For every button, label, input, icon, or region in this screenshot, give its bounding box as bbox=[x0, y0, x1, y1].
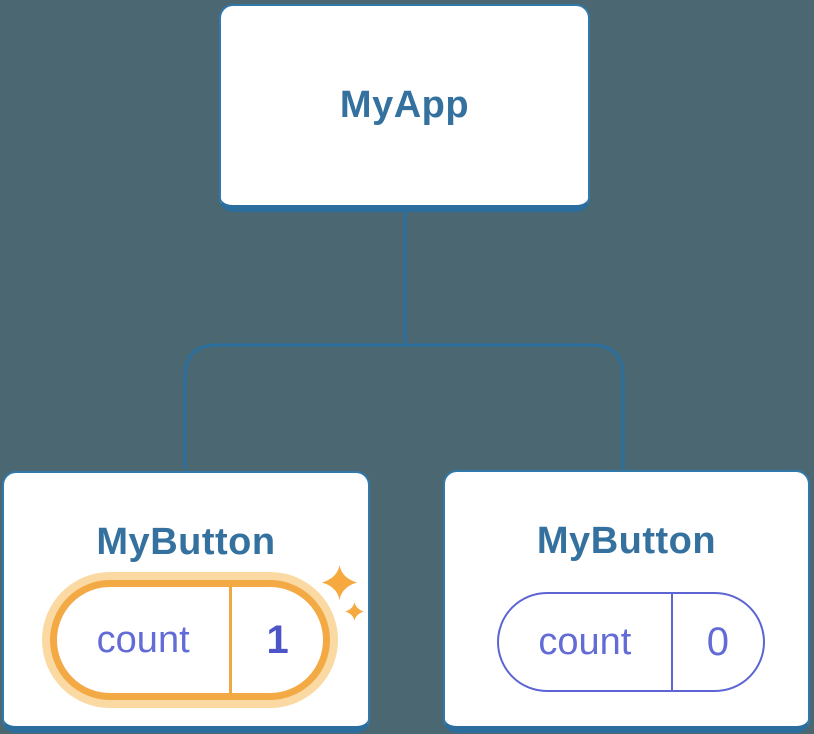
connector-branch bbox=[183, 343, 625, 469]
state-value-label: 1 bbox=[266, 617, 289, 662]
sparkle-icon bbox=[345, 602, 364, 621]
node-myapp-label: MyApp bbox=[339, 84, 470, 126]
node-mybutton-label: MyButton bbox=[96, 521, 276, 563]
node-mybutton-label: MyButton bbox=[536, 520, 717, 562]
sparkle-icon bbox=[322, 565, 357, 600]
state-pill-highlighted: count 1 bbox=[50, 580, 330, 700]
node-mybutton-highlighted: MyButton count 1 bbox=[2, 471, 370, 733]
node-mybutton-plain: MyButton count 0 bbox=[443, 470, 810, 733]
node-myapp: MyApp bbox=[219, 4, 590, 212]
state-pill-plain: count 0 bbox=[497, 592, 765, 692]
state-key-label: count bbox=[57, 587, 233, 693]
state-value-label: 0 bbox=[706, 619, 729, 664]
state-key-label: count bbox=[499, 594, 673, 690]
